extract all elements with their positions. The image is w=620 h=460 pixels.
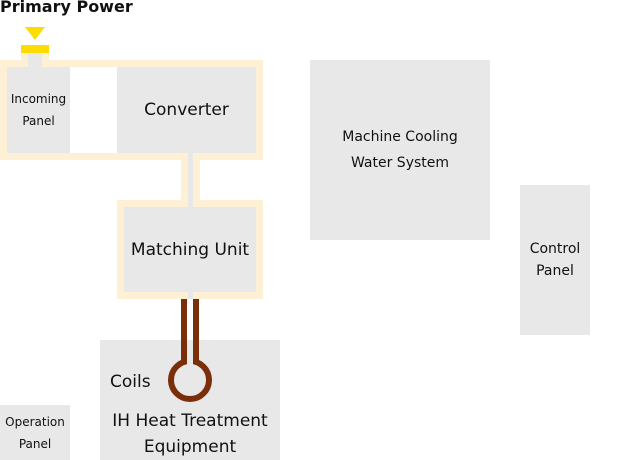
frame-gap <box>70 67 117 153</box>
coil-lead-right <box>193 299 199 362</box>
operation-panel: Operation Panel <box>0 405 70 460</box>
equipment-label-1: IH Heat Treatment <box>112 411 268 431</box>
converter: Converter <box>117 67 256 153</box>
incoming-panel: Incoming Panel <box>7 67 70 153</box>
operation-panel-label-1: Operation <box>5 414 65 429</box>
primary-power-label: Primary Power <box>0 0 133 16</box>
matching-unit-label: Matching Unit <box>130 239 250 260</box>
equipment-label-2: Equipment <box>143 437 237 457</box>
matching-connector-core <box>188 200 193 207</box>
incoming-lead-core <box>28 53 42 67</box>
coil-lead-left <box>181 299 187 362</box>
cooling-water-system: Machine Cooling Water System <box>310 60 490 240</box>
cooling-label-1: Machine Cooling <box>342 129 458 145</box>
connector-core <box>188 153 193 207</box>
matching-bottom-core <box>188 292 193 299</box>
converter-label: Converter <box>144 100 229 120</box>
incoming-panel-label-2: Panel <box>22 114 55 128</box>
control-panel-label-2: Panel <box>536 263 574 279</box>
power-arrow-icon <box>25 27 45 40</box>
matching-unit: Matching Unit <box>124 207 256 292</box>
control-panel-label-1: Control <box>529 241 581 257</box>
incoming-panel-label-1: Incoming <box>10 92 67 106</box>
control-panel: Control Panel <box>520 185 590 335</box>
coil-gap <box>187 355 193 367</box>
operation-panel-label-2: Panel <box>18 436 52 451</box>
cooling-label-2: Water System <box>350 155 450 171</box>
power-terminal <box>21 45 49 53</box>
coils-label: Coils <box>110 372 151 392</box>
equipment-label: IH Heat Treatment Equipment <box>100 408 280 460</box>
